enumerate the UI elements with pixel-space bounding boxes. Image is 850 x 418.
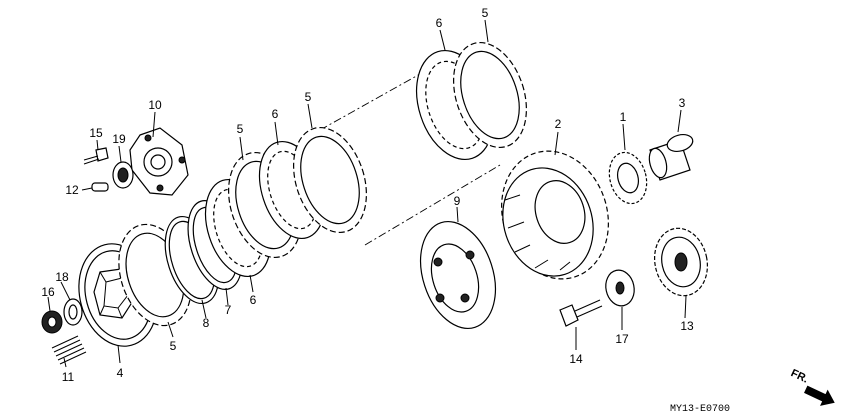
callout-5-center: 5 — [305, 90, 312, 104]
part-14-bolt — [559, 299, 603, 327]
front-label: FR. — [789, 367, 810, 385]
callout-12: 12 — [65, 183, 79, 197]
callout-13: 13 — [680, 319, 694, 333]
callout-4: 4 — [117, 366, 124, 380]
callout-6-upper: 6 — [436, 16, 443, 30]
callout-7: 7 — [225, 303, 232, 317]
part-19-bearing — [112, 161, 134, 189]
leader-lines — [47, 19, 687, 368]
callout-9: 9 — [454, 194, 461, 208]
part-3-collar — [648, 133, 694, 181]
part-5-friction-disk-4 — [453, 41, 527, 149]
part-11-clutch-spring — [51, 335, 87, 365]
callout-16: 16 — [41, 285, 55, 299]
part-16-nut — [41, 310, 63, 334]
part-13-oil-pump-gear — [654, 227, 708, 297]
callout-5-mid: 5 — [237, 122, 244, 136]
part-12-pin — [91, 182, 109, 192]
part-2-clutch-housing — [501, 150, 609, 280]
callout-5-upper: 5 — [482, 6, 489, 20]
part-18-washer — [63, 298, 83, 326]
front-direction-indicator: FR. — [789, 367, 835, 406]
callout-11: 11 — [62, 370, 75, 384]
part-5-friction-disk-3 — [293, 126, 367, 234]
callout-18: 18 — [55, 270, 69, 284]
callout-5-lower: 5 — [170, 339, 177, 353]
callout-6-mid: 6 — [272, 107, 279, 121]
diagram-code: MY13-E0700 — [670, 404, 730, 415]
front-arrow-icon — [804, 385, 835, 406]
part-17-washer — [605, 269, 635, 307]
callout-10: 10 — [148, 98, 162, 112]
part-10-lifter-plate — [129, 127, 189, 196]
callout-19: 19 — [112, 132, 126, 146]
callout-6-lower: 6 — [250, 293, 257, 307]
callout-14: 14 — [569, 352, 583, 366]
callout-8: 8 — [203, 316, 210, 330]
callout-17: 17 — [615, 332, 629, 346]
part-1-drive-gear — [608, 151, 648, 205]
part-9-pressure-plate — [420, 220, 496, 330]
part-15-bolt — [83, 147, 109, 165]
callout-3: 3 — [679, 96, 686, 110]
callout-1: 1 — [620, 110, 627, 124]
callout-2: 2 — [555, 117, 562, 131]
callout-labels: 10 15 19 12 18 16 11 4 5 8 7 6 5 6 5 6 5… — [41, 6, 694, 384]
callout-15: 15 — [89, 126, 103, 140]
